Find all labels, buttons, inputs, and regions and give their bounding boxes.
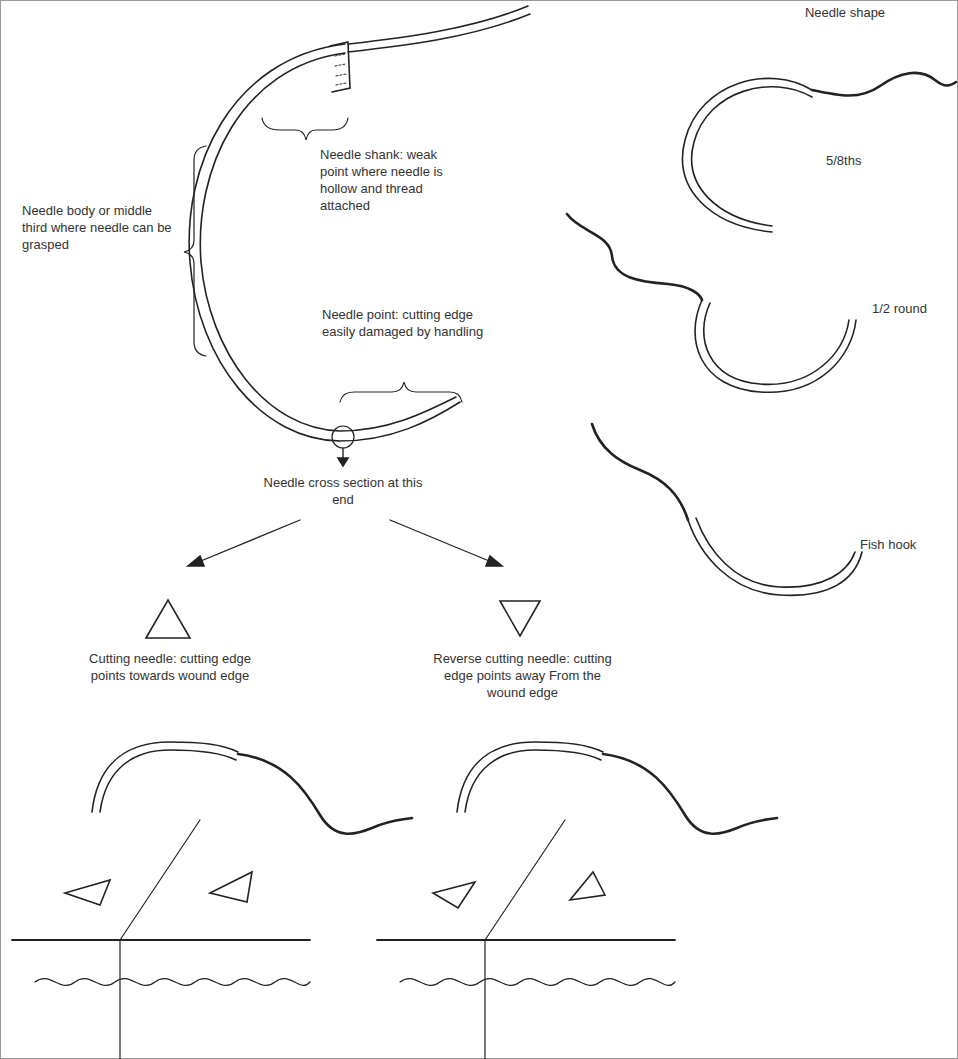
part-label: Needle shank: weak point where needle is… bbox=[320, 146, 455, 214]
part-label: Needle body or middle third where needle… bbox=[22, 202, 172, 253]
shape-label: 1/2 round bbox=[872, 300, 952, 317]
callout-text: Needle cross section at this end bbox=[258, 474, 428, 508]
shape-label: Fish hook bbox=[860, 536, 950, 553]
needle-type-label: Cutting needle: cutting edge points towa… bbox=[85, 650, 255, 684]
needle-type-label: Reverse cutting needle: cutting edge poi… bbox=[430, 650, 615, 701]
part-label: Needle point: cutting edge easily damage… bbox=[322, 306, 492, 340]
shape-label: 5/8ths bbox=[826, 152, 906, 169]
section-heading: Needle shape bbox=[790, 4, 900, 21]
